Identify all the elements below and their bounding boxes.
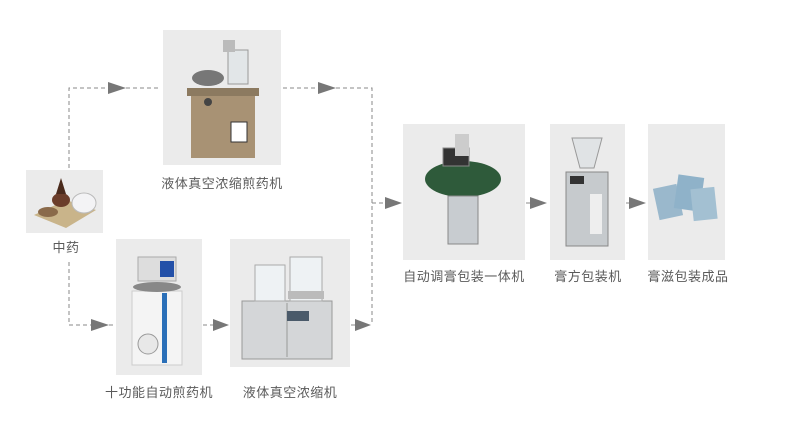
herb-label: 中药 [52, 241, 80, 256]
paste-packing-combo-machine-picture [425, 134, 501, 245]
finished-product-picture [652, 174, 718, 222]
vacuum-decoction-machine-picture [187, 40, 259, 158]
vacuum-concentrator-image [230, 239, 350, 367]
paste-packer-image [550, 124, 625, 260]
connector-herb-to-top [68, 87, 108, 168]
vacuum-decoction-label: 液体真空浓缩煎药机 [161, 177, 283, 192]
vacuum-concentrator-label: 液体真空浓缩机 [242, 386, 338, 401]
vacuum-concentrator-machine-picture [241, 256, 333, 360]
paste-packer-machine-picture [565, 137, 609, 247]
arrow-icon [318, 82, 336, 94]
herb-image [26, 170, 103, 233]
ten-function-image [116, 239, 202, 375]
arrow-icon [629, 197, 646, 209]
arrow-icon [213, 319, 229, 331]
paste-packing-combo-image [403, 124, 525, 260]
arrow-icon [530, 197, 547, 209]
arrow-icon [108, 82, 126, 94]
paste-packer-label: 膏方包装机 [554, 270, 622, 285]
vacuum-decoction-image [163, 30, 281, 165]
finished-product-label: 膏滋包装成品 [647, 270, 729, 285]
arrow-icon [91, 319, 109, 331]
connector-herb-to-bottom [68, 262, 91, 326]
arrow-icon [355, 319, 371, 331]
ten-function-label: 十功能自动煎药机 [104, 386, 214, 401]
herb-picture [34, 178, 97, 228]
paste-packing-combo-label: 自动调膏包装一体机 [403, 270, 525, 285]
arrow-icon [385, 197, 402, 209]
finished-product-image [648, 124, 725, 260]
ten-function-machine-picture [131, 256, 183, 366]
